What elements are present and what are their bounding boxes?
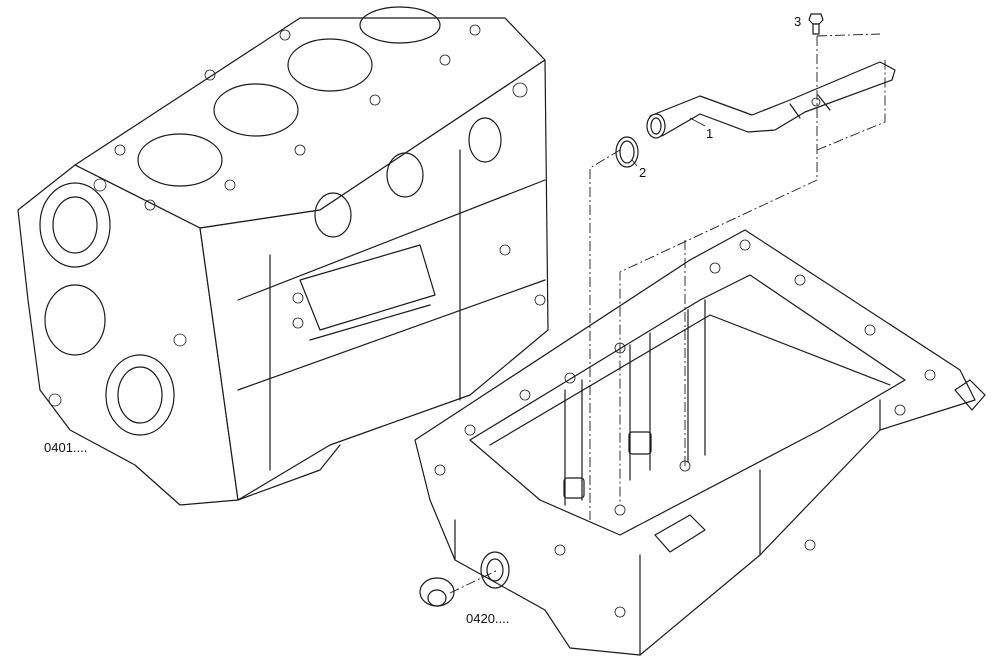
label-ref-pan: 0420.... — [466, 611, 509, 626]
label-part-1: 1 — [706, 126, 713, 141]
dipstick-tube — [646, 61, 896, 139]
label-part-2: 2 — [639, 165, 646, 180]
o-ring — [615, 136, 639, 168]
label-part-3: 3 — [794, 14, 801, 29]
leader-lines — [631, 117, 706, 167]
assembly-guide-lines — [449, 33, 886, 594]
oil-pan — [414, 229, 986, 656]
drain-plug — [419, 577, 455, 607]
bolt — [808, 13, 824, 35]
engine-block — [17, 6, 549, 506]
label-ref-block: 0401.... — [44, 440, 87, 455]
